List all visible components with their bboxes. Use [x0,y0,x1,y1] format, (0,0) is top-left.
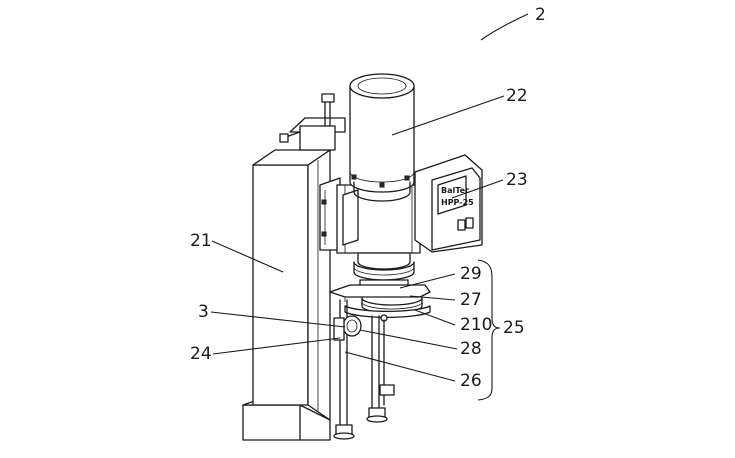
label-2: 2 [535,5,546,25]
label-210: 210 [460,315,492,335]
label-25: 25 [503,318,525,338]
label-22: 22 [506,86,528,106]
mounting-plate [319,177,341,251]
panel-switch [465,217,474,229]
label-26: 26 [460,371,482,391]
label-3: 3 [198,302,209,322]
column-body [252,149,331,421]
label-29: 29 [460,264,482,284]
leader-lines [210,13,529,382]
label-24: 24 [190,344,212,364]
control-panel: BalTec HPP-25 [414,154,483,253]
reference-numerals: 2 22 23 21 29 27 3 210 25 28 24 26 [190,5,546,391]
panel-switch [457,219,466,231]
label-28: 28 [460,339,482,359]
panel-model: HPP-25 [441,198,474,207]
pressing-plate [329,284,431,302]
group-bracket-25 [477,259,501,401]
label-21: 21 [190,231,212,251]
panel-brand: BalTec [441,186,470,195]
label-23: 23 [506,170,528,190]
top-bracket [279,93,346,151]
spindle-cylinder [349,73,415,202]
clamp [333,315,362,341]
label-27: 27 [460,290,482,310]
